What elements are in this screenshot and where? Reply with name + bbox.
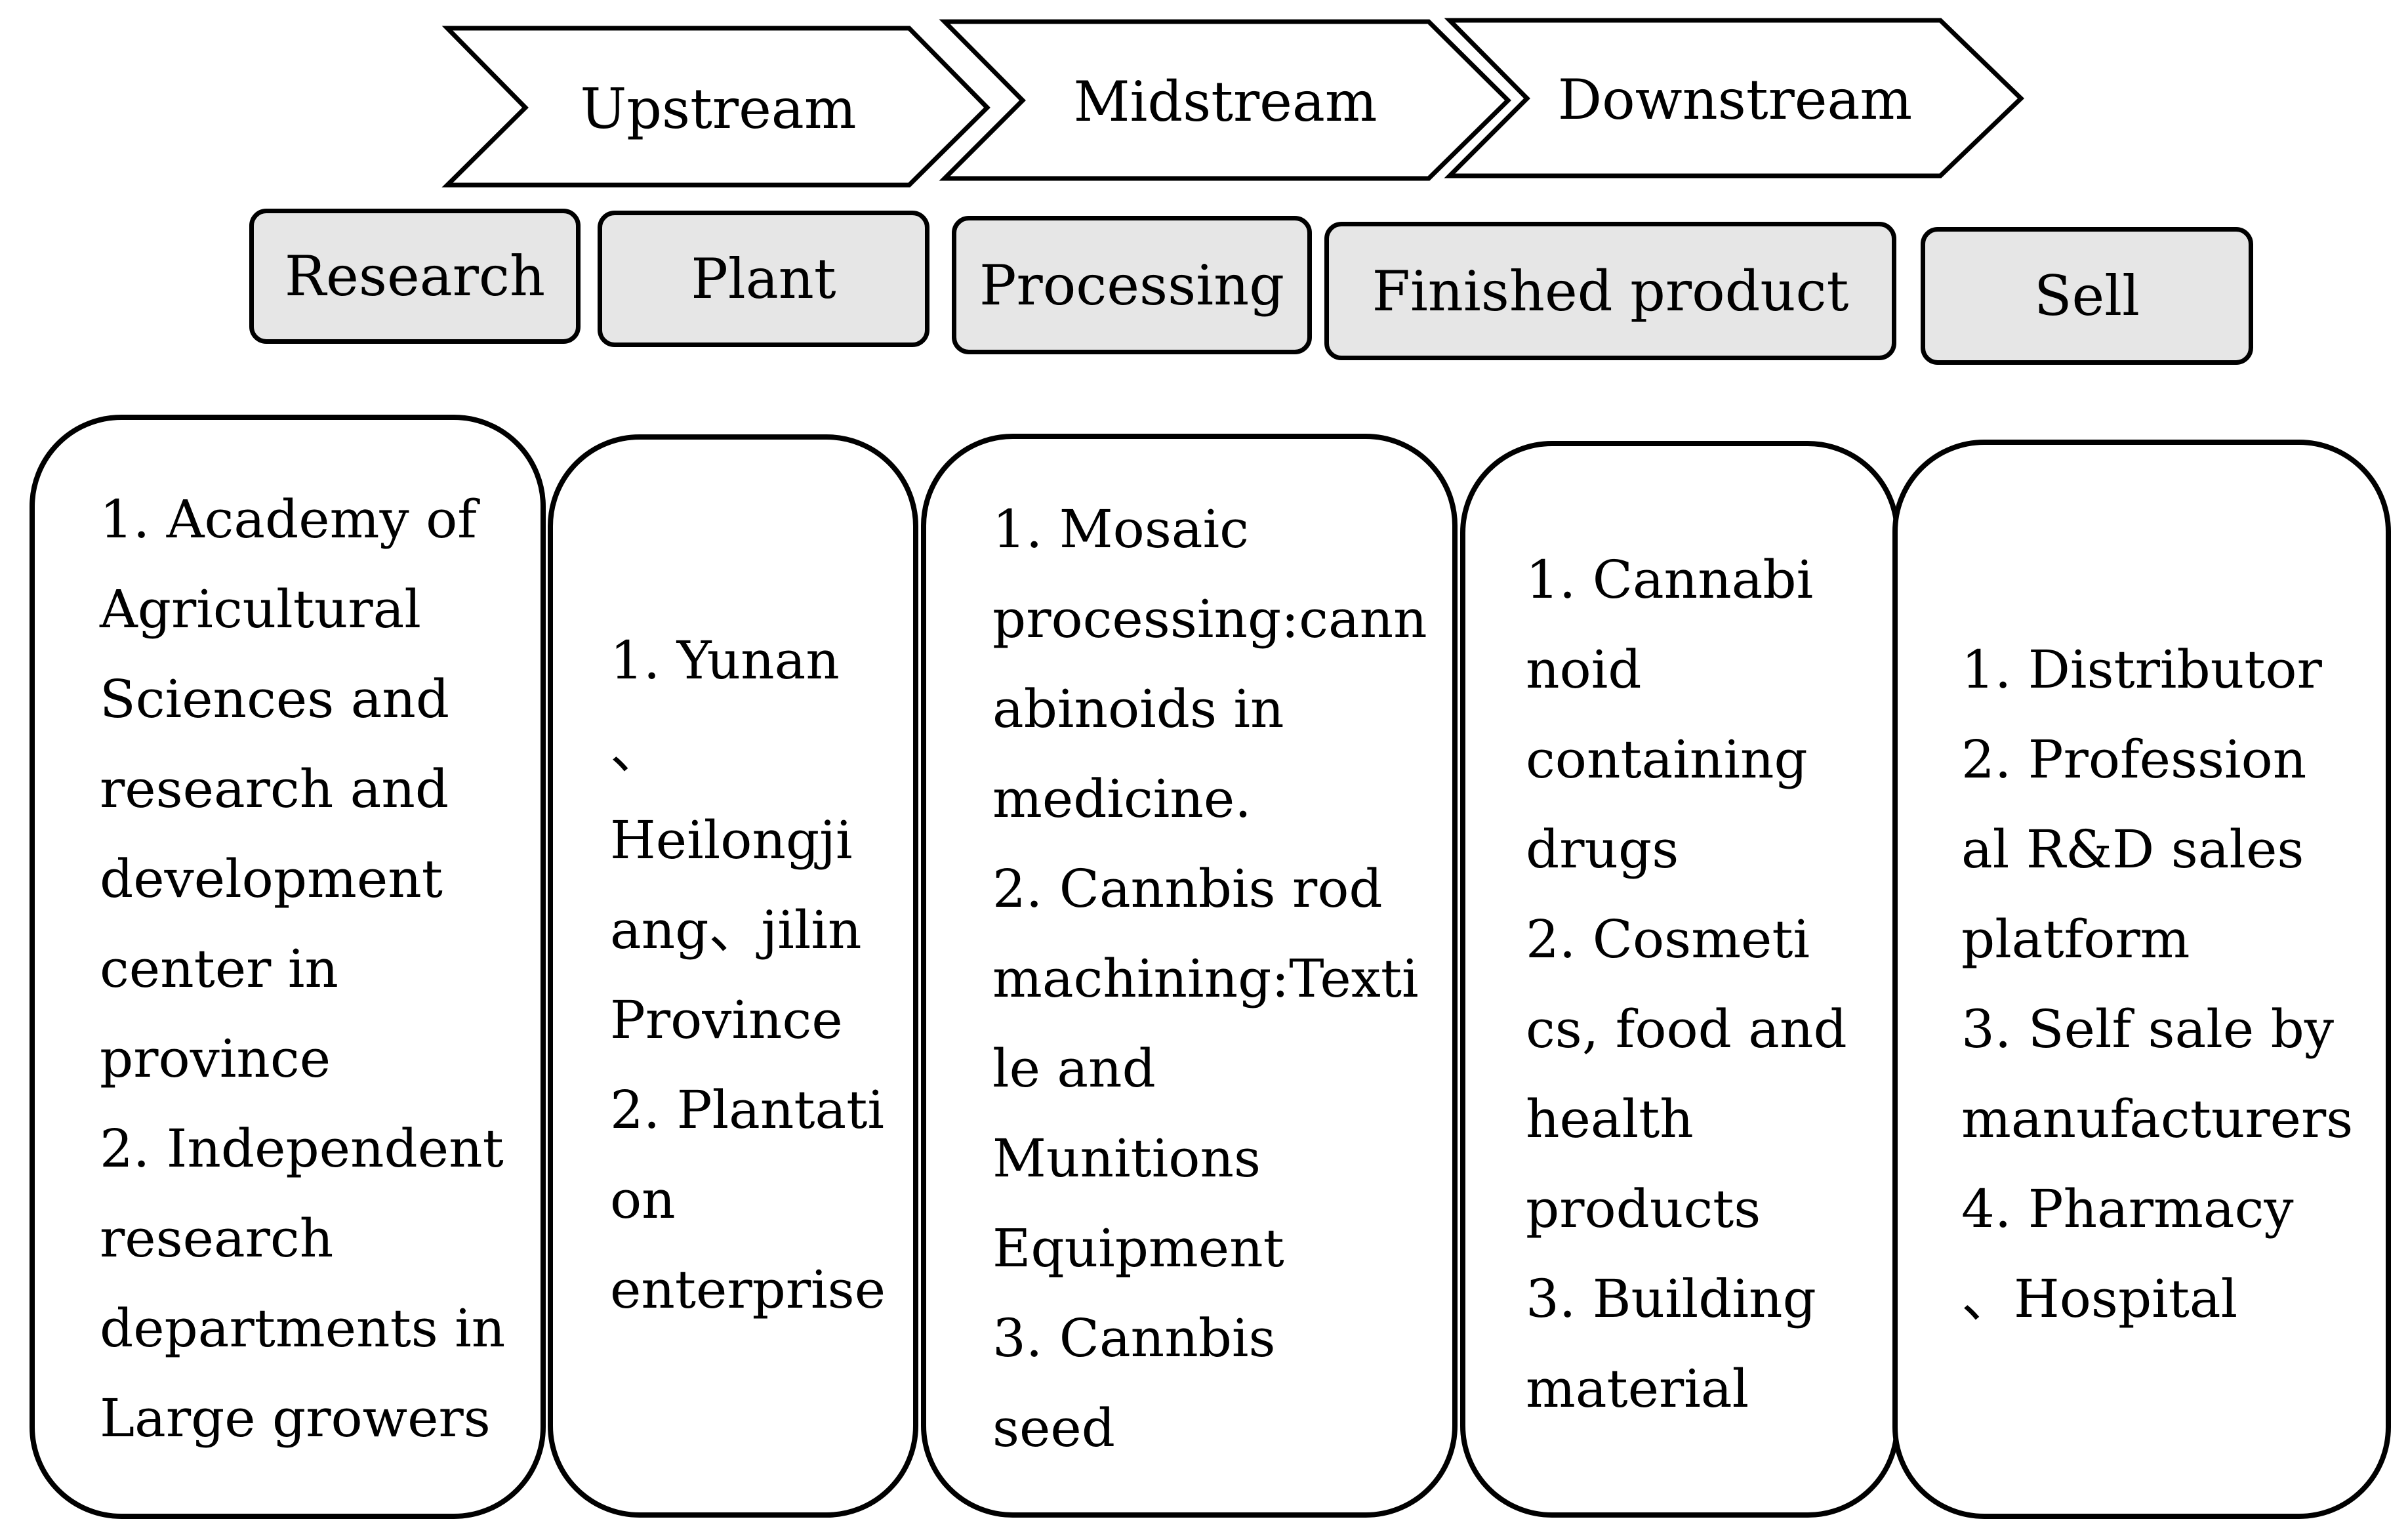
stage-sell: Sell	[1921, 227, 2253, 365]
detail-line: enterprise	[610, 1259, 886, 1320]
detail-line: cs, food and	[1526, 999, 1847, 1060]
detail-panel-processing	[921, 434, 1458, 1518]
chevron-midstream	[939, 19, 1511, 181]
detail-line: 1. Mosaic	[992, 499, 1249, 560]
detail-line: le and	[992, 1038, 1156, 1099]
detail-line: ang、jilin	[610, 900, 862, 961]
detail-line: Munitions	[992, 1128, 1261, 1189]
detail-line: research and	[100, 758, 449, 820]
detail-line: center in	[100, 938, 338, 999]
stage-research: Research	[249, 209, 581, 344]
detail-line: 3. Self sale by	[1961, 999, 2335, 1060]
detail-text-finished-product: 1. Cannabi noid containing drugs 2. Cosm…	[1526, 535, 1847, 1434]
detail-panel-plant	[548, 434, 918, 1518]
detail-line: machining:Texti	[992, 948, 1419, 1009]
detail-line: 2. Profession	[1961, 729, 2307, 790]
detail-line: 1. Cannabi	[1526, 549, 1814, 610]
detail-line: 2. Plantati	[610, 1079, 884, 1140]
detail-line: province	[100, 1028, 331, 1089]
detail-line: Equipment	[992, 1218, 1284, 1279]
detail-line: manufacturers	[1961, 1089, 2354, 1150]
chevron-downstream	[1444, 18, 2025, 178]
detail-text-sell: 1. Distributor 2. Profession al R&D sale…	[1961, 625, 2353, 1344]
chevron-upstream	[441, 26, 990, 188]
detail-text-plant: 1. Yunan 、 Heilongji ang、jilin Province …	[610, 615, 886, 1335]
detail-line: 1. Academy of	[100, 489, 477, 550]
detail-line: processing:cann	[992, 589, 1427, 650]
detail-line: drugs	[1526, 819, 1679, 880]
stage-plant: Plant	[598, 211, 929, 347]
detail-line: abinoids in	[992, 678, 1284, 739]
detail-line: medicine.	[992, 768, 1252, 829]
detail-line: Sciences and	[100, 669, 450, 730]
detail-line: on	[610, 1169, 676, 1230]
detail-line: 1. Yunan	[610, 630, 840, 691]
phase-downstream-label: Downstream	[1557, 68, 1913, 132]
detail-line: Province	[610, 989, 843, 1050]
detail-line: 4. Pharmacy	[1961, 1178, 2294, 1239]
detail-line: 、	[610, 720, 663, 781]
detail-line: material	[1526, 1358, 1749, 1419]
detail-line: Heilongji	[610, 810, 853, 871]
detail-line: departments in	[100, 1298, 506, 1359]
stage-processing: Processing	[952, 216, 1312, 354]
detail-line: 1. Distributor	[1961, 639, 2322, 700]
detail-line: 、Hospital	[1961, 1268, 2238, 1329]
detail-panel-sell	[1892, 440, 2391, 1519]
phase-midstream-label: Midstream	[1073, 70, 1377, 134]
detail-line: products	[1526, 1178, 1761, 1239]
detail-text-research: 1. Academy of Agricultural Sciences and …	[100, 474, 505, 1463]
detail-line: noid	[1526, 639, 1642, 700]
detail-line: platform	[1961, 909, 2190, 970]
detail-line: development	[100, 848, 443, 909]
detail-line: 2. Independent	[100, 1118, 504, 1179]
detail-line: health	[1526, 1089, 1694, 1150]
detail-line: research	[100, 1208, 334, 1269]
detail-panel-research	[30, 415, 546, 1519]
detail-line: containing	[1526, 729, 1808, 790]
detail-line: Large growers	[100, 1388, 491, 1449]
detail-line: 3. Cannbis	[992, 1308, 1276, 1369]
phase-upstream-label: Upstream	[580, 77, 857, 141]
detail-line: 3. Building	[1526, 1268, 1816, 1329]
detail-line: 2. Cannbis rod	[992, 858, 1383, 919]
detail-line: Agricultural	[100, 579, 421, 640]
detail-text-processing: 1. Mosaic processing:cann abinoids in me…	[992, 484, 1427, 1473]
detail-line: seed	[992, 1398, 1115, 1459]
detail-line: 2. Cosmeti	[1526, 909, 1810, 970]
stage-finished-product: Finished product	[1324, 222, 1896, 360]
detail-line: al R&D sales	[1961, 819, 2304, 880]
